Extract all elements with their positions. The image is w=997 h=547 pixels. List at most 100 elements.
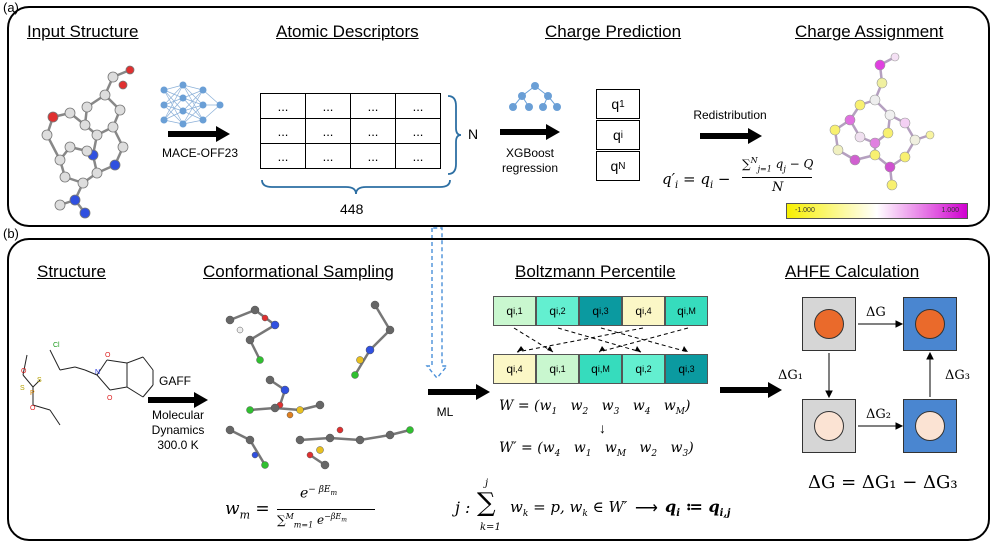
svg-text:S: S xyxy=(37,377,42,384)
ahfe-box-top-left xyxy=(802,297,856,351)
charge-cell-q: q xyxy=(677,304,684,318)
structure-2d-image: Cl N O O S P S O O xyxy=(20,342,154,426)
colorbar-max: 1.000 xyxy=(941,207,959,214)
xgboost-line1: XGBoost xyxy=(505,146,555,160)
arrow-mace xyxy=(168,126,230,142)
descriptor-cell: ... xyxy=(260,118,306,144)
delta-g-label: ΔG xyxy=(866,305,886,320)
delta-g1-label: ΔG₁ xyxy=(778,368,803,383)
input-molecule-image xyxy=(41,65,135,219)
ahfe-equation: ΔG = ΔG₁ − ΔG₃ xyxy=(808,472,958,493)
structure-header: Structure xyxy=(37,262,106,281)
tree-icon xyxy=(509,82,561,111)
ahfe-cycle-arrows xyxy=(825,320,934,430)
qi-sub: i xyxy=(620,129,624,141)
ahfe-orange-circle xyxy=(814,309,844,339)
arrow-xgboost xyxy=(500,124,560,140)
atomic-descriptors-header: Atomic Descriptors xyxy=(276,22,419,41)
descriptor-cell: ... xyxy=(350,143,396,169)
panel-a-label: (a) xyxy=(3,0,19,15)
charge-cell-sub: i,4 xyxy=(642,306,652,316)
svg-text:N: N xyxy=(95,369,100,376)
charge-cell-q: q xyxy=(549,304,557,318)
gaff-label: GAFF xyxy=(159,374,191,388)
delta-g2-label: ΔG₂ xyxy=(866,407,891,422)
dashed-ml-arrow xyxy=(425,227,449,380)
svg-text:O: O xyxy=(107,395,113,402)
width-brace xyxy=(261,179,451,195)
charge-cell-q: q xyxy=(506,304,514,318)
svg-text:Cl: Cl xyxy=(53,342,60,349)
charge-cell-q: q xyxy=(591,362,598,376)
charge-cell-sub: i,3 xyxy=(599,306,609,316)
arrow-gaff xyxy=(148,392,208,408)
panel-b xyxy=(7,238,990,541)
n-brace xyxy=(447,95,462,175)
charge-cell-sub: i,2 xyxy=(556,306,566,316)
xgboost-label: XGBoost regression xyxy=(490,146,570,176)
charge-cell-q: q xyxy=(506,362,514,376)
svg-text:O: O xyxy=(30,405,36,412)
descriptor-cell: ... xyxy=(395,118,441,144)
charge-cell-sub: i,1 xyxy=(513,306,523,316)
ahfe-box-bottom-right xyxy=(903,399,957,453)
md-label: Molecular Dynamics 300.0 K xyxy=(138,408,218,453)
w-sequence: W = (w1 w2 w3 w4 wM) xyxy=(499,398,691,417)
panel-b-label: (b) xyxy=(3,226,19,241)
panel-a xyxy=(7,6,990,227)
conformer-ensemble-image xyxy=(225,300,414,470)
colorbar: -1.000 1.000 xyxy=(786,203,968,219)
descriptor-cell: ... xyxy=(260,143,306,169)
boltzmann-weight-formula: wm = e− βEm ∑Mm=1 e−βEm xyxy=(225,485,385,537)
qn-text: q xyxy=(610,158,619,174)
ahfe-peach-circle xyxy=(915,411,945,441)
descriptor-cell: ... xyxy=(350,118,396,144)
mace-label: MACE-OFF23 xyxy=(161,146,238,160)
ahfe-peach-circle xyxy=(814,411,844,441)
down-arrow: ↓ xyxy=(599,420,606,436)
n-label: N xyxy=(468,126,479,142)
xgboost-line2: regression xyxy=(501,161,559,175)
svg-text:S: S xyxy=(20,385,25,392)
charge-cell-sub: i,3 xyxy=(685,364,695,374)
redistribution-label: Redistribution xyxy=(693,108,767,122)
charge-cell-sub: i,4 xyxy=(513,364,523,374)
svg-text:P: P xyxy=(30,390,35,397)
conformational-sampling-header: Conformational Sampling xyxy=(203,262,394,281)
descriptor-cell: ... xyxy=(305,118,351,144)
arrow-ahfe xyxy=(720,382,782,398)
ahfe-box-bottom-left xyxy=(802,399,856,453)
charge-assignment-header: Charge Assignment xyxy=(795,22,944,41)
descriptor-cell: ... xyxy=(395,143,441,169)
charge-cell-sub: i,M xyxy=(597,364,610,374)
descriptor-table: ............ ............ ............ xyxy=(260,93,441,169)
delta-g3-label: ΔG₃ xyxy=(945,368,970,383)
ahfe-box-top-right xyxy=(903,297,957,351)
charge-cell-q: q xyxy=(635,362,643,376)
redistribution-formula: q′i = qi − ∑Nj=1 qj − Q N xyxy=(662,156,814,195)
charge-cell-sub: i,1 xyxy=(556,364,566,374)
descriptor-cell: ... xyxy=(305,143,351,169)
charged-molecule-image xyxy=(829,52,935,191)
input-structure-header: Input Structure xyxy=(27,22,139,41)
descriptor-cell: ... xyxy=(350,93,396,119)
descriptor-cell: ... xyxy=(305,93,351,119)
boltzmann-percentile-header: Boltzmann Percentile xyxy=(515,262,676,281)
arrow-ml xyxy=(428,384,490,400)
q1-text: q xyxy=(611,96,620,112)
descriptor-cell: ... xyxy=(395,93,441,119)
ahfe-orange-circle xyxy=(915,309,945,339)
percentile-formula: j : j ∑ k=1 wk = p, wk ∈ W′ ⟶ qi ≔ qi,j xyxy=(455,478,731,533)
charge-cell-sub: i,2 xyxy=(642,364,652,374)
arrow-redistribution xyxy=(700,128,762,144)
